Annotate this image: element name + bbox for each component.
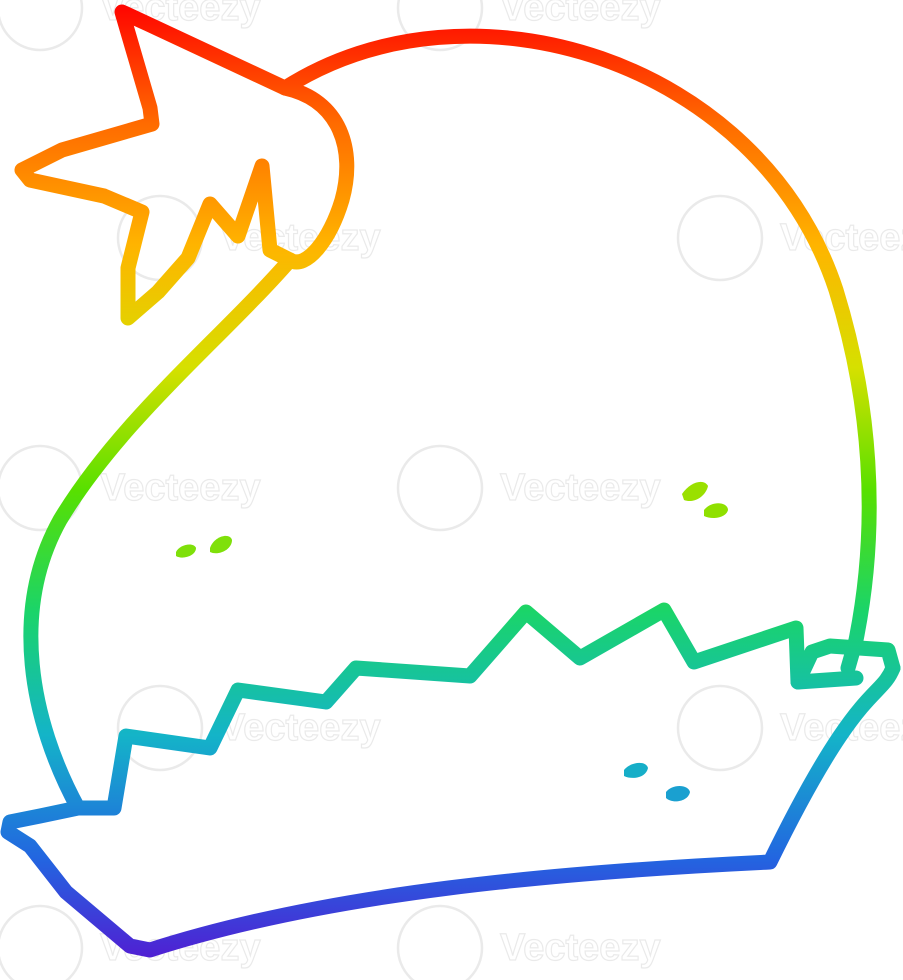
detail-mark [704,503,728,518]
fur-trim-inner-corner [790,670,864,690]
fur-trim-band [0,660,901,958]
fur-trim-top-edge [70,602,901,816]
vecteezy-v-logo-icon [396,444,484,532]
watermark-text: Vecteezy [220,707,381,749]
detail-mark [682,481,708,502]
vecteezy-watermark: Vecteezy [396,0,661,52]
detail-mark [666,786,690,802]
vecteezy-v-logo-icon [396,904,484,980]
detail-marks [176,481,728,802]
pompom-star [14,4,355,326]
vecteezy-v-logo-icon [396,0,484,52]
vecteezy-watermark: Vecteezy [116,684,381,772]
watermark-text: Vecteezy [500,927,661,969]
detail-mark [176,544,196,558]
vecteezy-v-logo-icon [116,684,204,772]
watermark-text: Vecteezy [500,467,661,509]
vecteezy-v-logo-icon [0,0,84,52]
vecteezy-watermark: Vecteezy [396,444,661,532]
hat-body-outline [23,28,877,816]
vecteezy-v-logo-icon [676,194,764,282]
detail-mark [210,535,232,554]
hat-drawing [0,4,901,958]
vecteezy-v-logo-icon [676,684,764,772]
watermark-text: Vecteezy [100,467,261,509]
vecteezy-v-logo-icon [0,904,84,980]
vecteezy-watermark: Vecteezy [396,904,661,980]
watermark-text: Vecteezy [500,0,661,29]
vecteezy-watermark: Vecteezy [0,444,261,532]
detail-mark [624,762,648,778]
